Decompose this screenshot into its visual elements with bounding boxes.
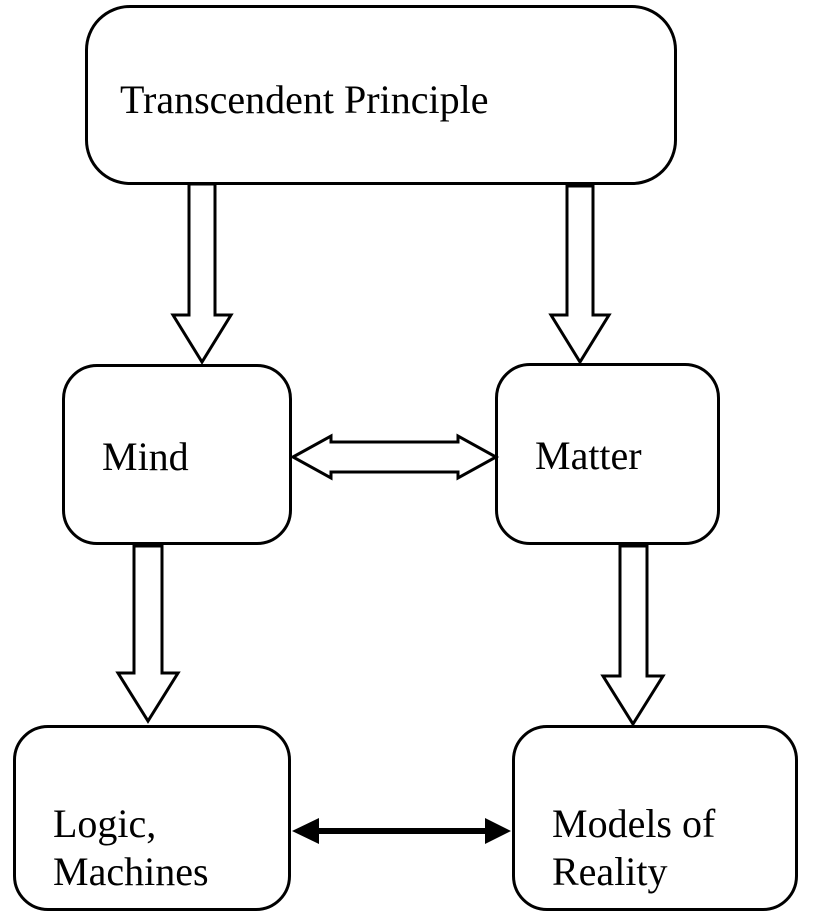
arrow-logic-models-bidirectional-icon <box>292 818 511 844</box>
node-logic-machines: Logic, Machines <box>13 725 291 911</box>
arrow-mind-matter-bidirectional-icon <box>289 433 500 481</box>
node-logic-machines-label: Logic, Machines <box>53 801 209 894</box>
arrow-matter-to-models-icon <box>600 544 666 727</box>
node-matter: Matter <box>495 363 720 545</box>
node-transcendent-principle: Transcendent Principle <box>85 5 677 185</box>
node-mind: Mind <box>62 364 292 545</box>
node-transcendent-principle-label: Transcendent Principle <box>120 77 489 122</box>
arrow-transcendent-to-mind-icon <box>170 182 234 365</box>
arrow-mind-to-logic-icon <box>115 544 181 724</box>
node-models-of-reality-label: Models of Reality <box>552 801 716 894</box>
node-matter-label: Matter <box>535 433 642 478</box>
node-mind-label: Mind <box>102 434 189 479</box>
node-models-of-reality: Models of Reality <box>512 725 798 911</box>
arrow-transcendent-to-matter-icon <box>548 184 612 365</box>
